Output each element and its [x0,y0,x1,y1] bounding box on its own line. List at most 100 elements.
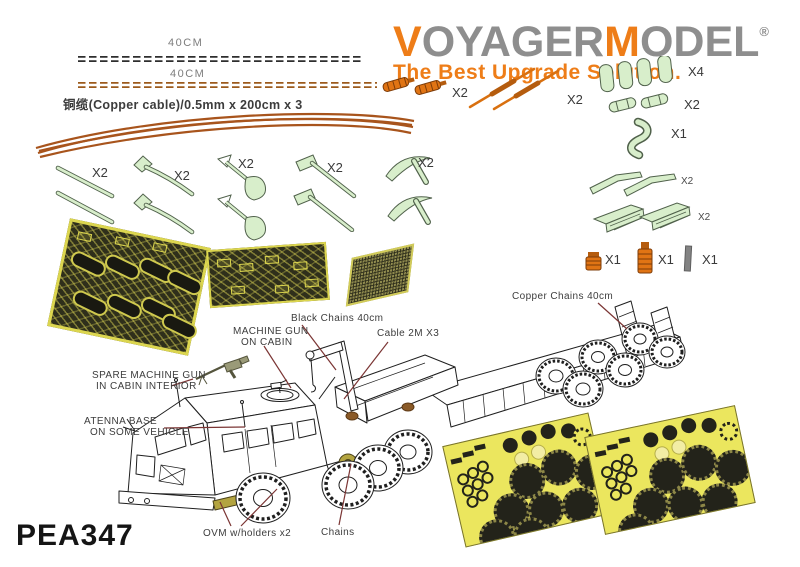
pe-part [239,263,254,272]
copper-cable-reel [345,411,359,421]
brand-name: VOYAGERMODEL® [393,10,793,64]
callout-spare-mg-line2: IN CABIN INTERIOR [96,380,197,392]
mg-receiver [223,358,243,373]
copper-chain-length-label: 40CM [170,68,206,80]
ramp-treads [654,316,680,354]
gray-strip [683,245,693,272]
qty-base-small: X1 [605,252,621,267]
trailer-wheels [535,322,686,408]
copper-cable-strand [39,123,412,159]
qty-pry-bars: X2 [92,165,108,180]
wheel-tread [386,432,430,472]
fender-slot [164,267,205,298]
shovel-blade [244,176,266,201]
callout-chains: Chains [321,527,355,538]
qty-sledgehammers: X2 [327,160,343,175]
callout-antenna-base: ATENNA BASE ON SOME VEHICLE [84,416,189,438]
qty-gray-strip: X1 [702,252,718,267]
canister-parts [598,56,673,93]
pry-bar [56,166,114,198]
cab-window [246,427,270,449]
blade [623,173,677,197]
wheel-tread [623,324,657,354]
crane-hook [310,384,316,393]
pe-part [114,236,130,247]
callout-ovm: OVM w/holders x2 [203,528,292,539]
antenna-tip [240,400,244,404]
pick-handle [412,159,428,184]
front-panel-brace [158,464,186,486]
drill-bit [382,77,410,92]
callout-cable: Cable 2M X3 [377,328,440,339]
hammer-handle [310,161,356,198]
pe-part [216,258,232,268]
shovel-parts [217,154,266,241]
axe-head [133,155,153,173]
tow-hook [628,119,650,158]
axe-parts [133,155,195,235]
pe-part [274,284,290,294]
blade-parts [589,171,677,197]
callout-spare-mg-line1: SPARE MACHINE GUN [92,370,206,381]
product-code: PEA347 [16,519,134,552]
wheel-tread [564,372,602,406]
crane-pulley [305,350,315,360]
mg-magazine [228,369,237,379]
sledgehammer-parts [293,154,357,232]
drill-bit-parts [382,77,447,95]
tractor-cab [118,378,328,511]
tool-box-detail [655,211,689,229]
callout-copper-chains: Copper Chains 40cm [512,291,614,302]
canister [636,58,653,87]
muffler-seam [658,94,662,105]
base-small-knob [588,252,599,257]
antenna-base-ribs [638,253,652,270]
tow-hook-front [128,497,134,503]
blade [589,171,643,195]
tool-box-parts [592,202,691,233]
front-bumper [118,490,216,511]
qty-axes: X2 [174,168,190,183]
wheel-hub [591,351,605,363]
pe-part [230,285,246,295]
qty-shovels: X2 [238,156,254,171]
wheel-tread [607,354,643,386]
fender-slot [102,251,143,283]
pe-part [293,261,308,271]
base-tall-knob [641,242,649,249]
mirror-arm [122,418,136,432]
wheel-hub [399,444,417,460]
brand-letter-m: M [604,18,640,66]
windshield-pane [154,427,187,456]
crane-brace [318,376,336,400]
wheel-hub [633,333,647,345]
spare-machine-gun-drawing [195,355,250,386]
wheel-hub [660,346,674,358]
tow-hook-front [144,498,150,504]
brand-letter-v: V [393,18,422,66]
qty-antenna-base: X1 [658,252,674,267]
callout-spare-mg: SPARE MACHINE GUN IN CABIN INTERIOR [92,370,206,392]
drill-bit [414,80,442,95]
shovel-shaft [225,161,249,181]
shovel-blade [244,216,266,241]
qty-antenna-rods: X2 [567,92,583,107]
drill-ribs [418,80,440,95]
door-window [135,454,156,478]
callout-machine-gun-line2: ON CABIN [241,336,293,348]
registered-mark: ® [759,24,769,39]
pick-handle [414,199,430,224]
muffler-seam [647,97,651,108]
antenna-base [637,248,653,274]
callout-antenna-line2: ON SOME VEHICLE [90,426,189,438]
qty-mufflers: X2 [684,97,700,112]
pe-part [264,255,280,265]
tool-box-detail [609,213,643,231]
cab-door-lines [244,424,277,474]
cab-window [296,418,317,439]
wheel-hub [253,489,273,507]
antenna-rod-segment [513,80,541,99]
fender-slot [68,248,109,280]
callout-machine-gun-line1: MACHINE GUN [233,326,309,337]
